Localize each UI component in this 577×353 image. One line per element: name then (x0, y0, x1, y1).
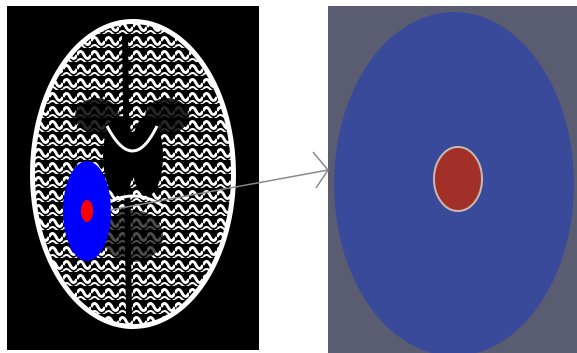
brain-tissue (27, 16, 247, 336)
brain-slice-image (7, 6, 259, 350)
brain-slice-panel (7, 6, 259, 350)
zoomed-lesion-panel (328, 6, 577, 353)
lesion-core (81, 200, 93, 222)
zoomed-lesion-image (328, 6, 577, 353)
zoomed-core (434, 147, 482, 211)
